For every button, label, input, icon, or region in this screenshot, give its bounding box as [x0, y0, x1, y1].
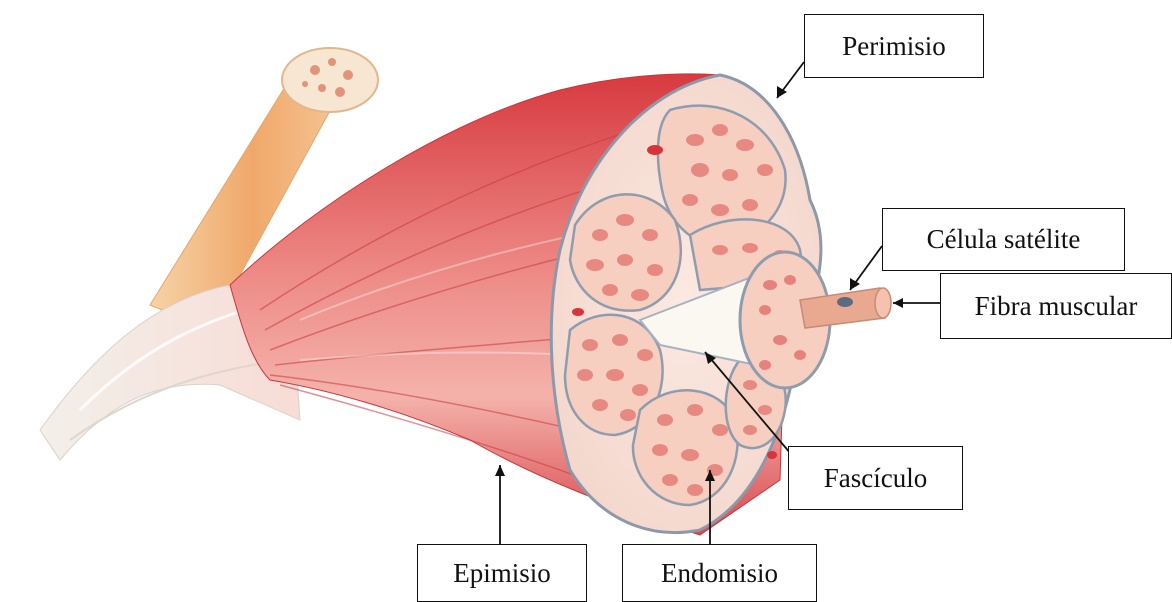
label-celula-satelite: Célula satélite — [882, 208, 1125, 271]
arrowhead-epimisio — [495, 465, 505, 476]
label-endomisio: Endomisio — [622, 544, 817, 602]
satellite-cell — [837, 297, 853, 307]
label-epimisio: Epimisio — [417, 544, 587, 602]
label-fasciculo: Fascículo — [788, 446, 963, 510]
label-perimisio: Perimisio — [804, 14, 984, 78]
label-fibra-muscular: Fibra muscular — [940, 273, 1172, 339]
fascicle — [570, 194, 681, 310]
fascicle — [633, 390, 738, 505]
arrowhead-fibra-muscular — [893, 298, 903, 308]
